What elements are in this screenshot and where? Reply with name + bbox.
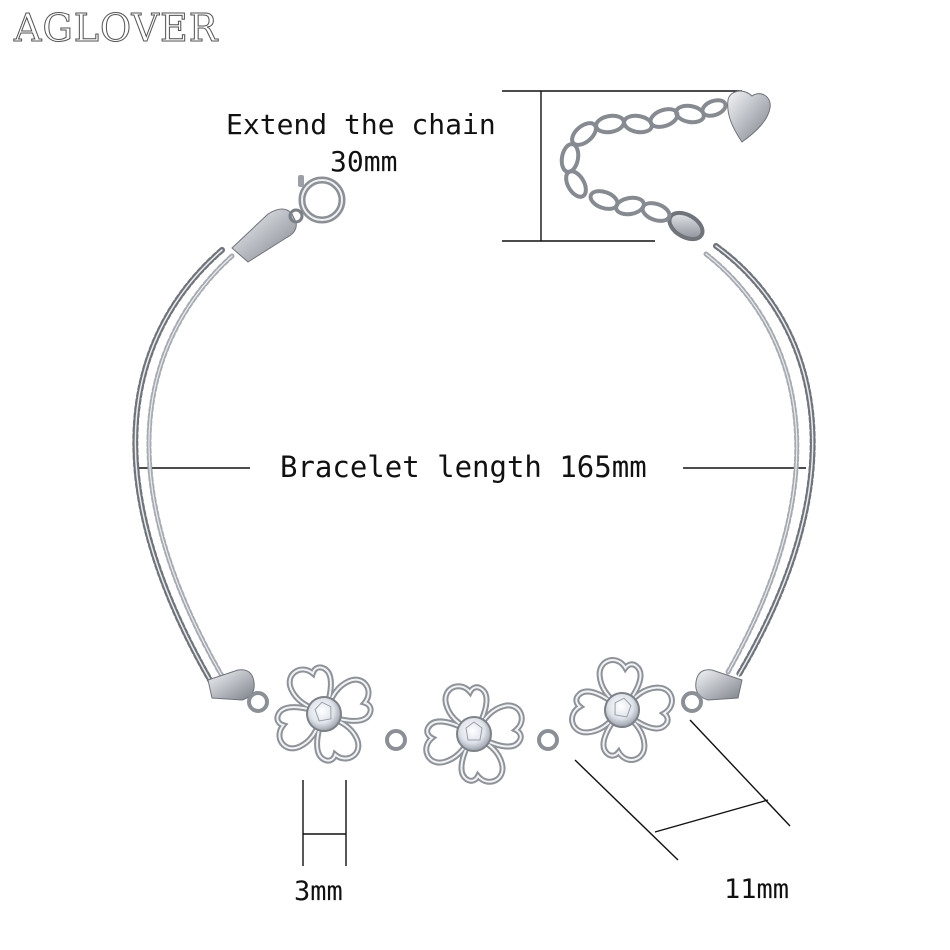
charm-band-width-label: 3mm: [294, 876, 343, 907]
clover-charm-center: [426, 686, 522, 782]
spring-ring-clasp: [231, 175, 346, 263]
clover-charm-left: [269, 659, 380, 770]
right-chain: [703, 243, 816, 679]
bracelet-length-label: Bracelet length 165mm: [280, 450, 647, 484]
end-connectors: [207, 669, 743, 751]
extender-chain: [559, 98, 728, 242]
extend-chain-length: 30mm: [330, 145, 398, 178]
left-chain: [132, 247, 235, 683]
brand-logo: AGLOVER: [13, 6, 219, 51]
charm-size-label: 11mm: [724, 874, 790, 905]
heart-tag: [727, 90, 771, 143]
extend-chain-label: Extend the chain: [226, 108, 496, 141]
measure-lines: [137, 90, 806, 866]
clover-charm-right: [567, 655, 678, 766]
